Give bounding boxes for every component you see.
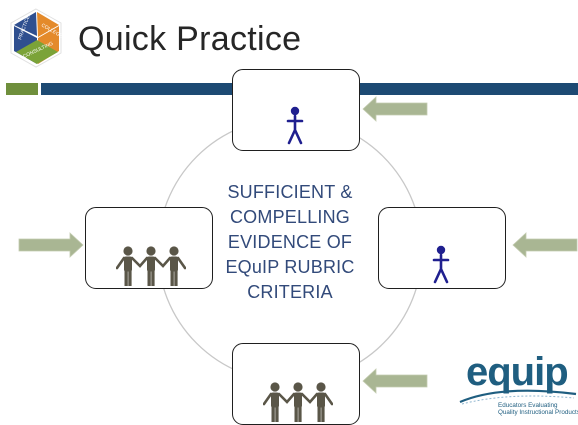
equip-logo: equip Educators Evaluating Quality Instr…	[458, 350, 578, 424]
equip-tagline: Educators Evaluating Quality Instruction…	[498, 402, 578, 416]
single-person-icon	[286, 106, 304, 145]
card-bottom	[232, 343, 360, 425]
arrow-right-icon	[18, 232, 84, 258]
center-text-line: EQuIP RUBRIC	[225, 257, 355, 277]
swoosh-icon	[459, 389, 577, 405]
card-left	[85, 207, 213, 289]
equip-tagline-line: Quality Instructional Products	[498, 409, 578, 416]
equip-tagline-line: Educators Evaluating	[498, 402, 558, 409]
equip-wordmark: equip	[466, 350, 569, 394]
center-text-line: COMPELLING	[229, 207, 351, 227]
single-person-icon	[432, 245, 450, 284]
header-accent-green	[6, 83, 38, 95]
center-text-line: CRITERIA	[247, 282, 333, 302]
arrow-left-icon	[362, 368, 428, 394]
card-top	[232, 69, 360, 151]
page-title: Quick Practice	[78, 20, 302, 58]
center-statement: SUFFICIENT & COMPELLING EVIDENCE OF EQuI…	[178, 180, 402, 305]
group-of-people-icon	[263, 382, 333, 422]
card-right	[378, 207, 506, 289]
center-text-line: EVIDENCE OF	[227, 232, 353, 252]
arrow-left-icon	[512, 232, 578, 258]
group-of-people-icon	[116, 246, 186, 286]
center-text-line: SUFFICIENT &	[227, 182, 353, 202]
arrow-left-icon	[362, 96, 428, 122]
hexagon-logo-icon: PRACTICE COLLEGE CONSULTING	[10, 8, 64, 68]
